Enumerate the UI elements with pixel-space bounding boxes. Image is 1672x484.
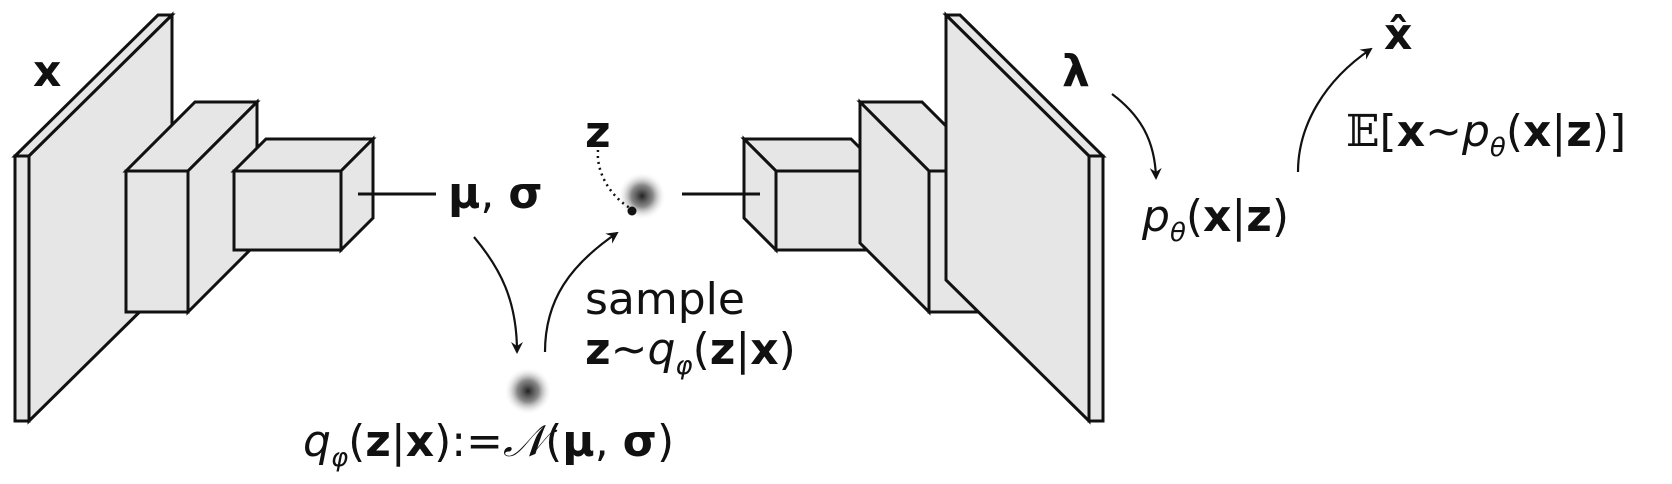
normal-paren-open: ( <box>545 416 563 467</box>
likelihood-paren-open: ( <box>1185 191 1204 242</box>
posterior-q: q <box>303 416 331 467</box>
arrow-to-likelihood <box>1111 93 1162 180</box>
decoder-output-layer <box>942 11 1107 425</box>
sigma-symbol: σ <box>508 168 543 219</box>
expectation-label: 𝔼[x~pθ(x|z)] <box>1346 110 1626 163</box>
sample-label: sample <box>585 274 745 325</box>
sample-paren-close: ) <box>778 324 796 375</box>
posterior-x: x <box>405 416 435 467</box>
posterior-bar: | <box>390 416 406 467</box>
posterior-phi: φ <box>330 443 349 473</box>
sample-paren-open: ( <box>692 324 710 375</box>
sampled-z-point <box>627 206 637 216</box>
posterior-z: z <box>365 416 391 467</box>
z-label: z <box>585 107 611 158</box>
likelihood-paren-close: ) <box>1271 191 1290 242</box>
encoder-input-layer <box>11 11 176 425</box>
posterior-paren-close: ) <box>434 416 452 467</box>
expectation-tilde: ~ <box>1425 106 1462 157</box>
normal-comma: , <box>594 416 623 467</box>
input-x-label: x <box>33 46 62 97</box>
mu-symbol: μ <box>448 168 481 219</box>
sample-expression: z~qφ(z|x) <box>585 328 796 381</box>
likelihood-label: pθ(x|z) <box>1142 195 1289 248</box>
latent-distribution-blob <box>504 367 552 415</box>
expectation-bracket-close: ] <box>1609 106 1627 157</box>
mu-sigma-label: μ, σ <box>448 172 543 216</box>
arrow-sample <box>543 231 619 353</box>
encoder-layer-2 <box>122 98 261 316</box>
expectation-bar: | <box>1551 106 1567 157</box>
expectation-symbol: 𝔼 <box>1346 106 1380 157</box>
likelihood-x: x <box>1203 191 1232 242</box>
expectation-paren-open: ( <box>1505 106 1524 157</box>
normal-symbol: 𝒩 <box>502 416 546 467</box>
posterior-assign: := <box>451 416 503 467</box>
mu-sigma-comma: , <box>480 168 509 219</box>
arrow-to-distribution <box>473 236 523 354</box>
likelihood-z: z <box>1246 191 1272 242</box>
likelihood-p: p <box>1142 191 1170 242</box>
likelihood-theta: θ <box>1169 218 1186 248</box>
expectation-x: x <box>1396 106 1426 157</box>
z-dotted-link <box>596 149 631 210</box>
likelihood-bar: | <box>1231 191 1247 242</box>
sample-tilde: ~ <box>610 324 648 375</box>
sample-z: z <box>585 324 611 375</box>
reconstruction-x-hat-label: x̂ <box>1384 9 1413 60</box>
lambda-label: λ <box>1062 46 1090 97</box>
normal-sigma: σ <box>622 416 657 467</box>
expectation-z-arg: z <box>1566 106 1592 157</box>
expectation-p: p <box>1461 106 1490 157</box>
sample-phi: φ <box>675 351 693 381</box>
sample-q: q <box>647 324 676 375</box>
expectation-paren-close: ) <box>1591 106 1610 157</box>
expectation-bracket-open: [ <box>1379 106 1397 157</box>
sampled-z-blob <box>618 172 666 220</box>
sample-bar: | <box>735 324 751 375</box>
normal-mu: μ <box>562 416 595 467</box>
normal-paren-close: ) <box>656 416 675 467</box>
encoder-layer-3 <box>230 135 377 254</box>
sample-z-arg: z <box>709 324 736 375</box>
sample-x-arg: x <box>750 324 779 375</box>
expectation-theta: θ <box>1489 133 1506 163</box>
arrow-to-reconstruction <box>1296 47 1373 173</box>
posterior-definition: qφ(z|x):=𝒩(μ, σ) <box>303 420 674 473</box>
posterior-paren-open: ( <box>348 416 366 467</box>
expectation-x-arg: x <box>1523 106 1552 157</box>
